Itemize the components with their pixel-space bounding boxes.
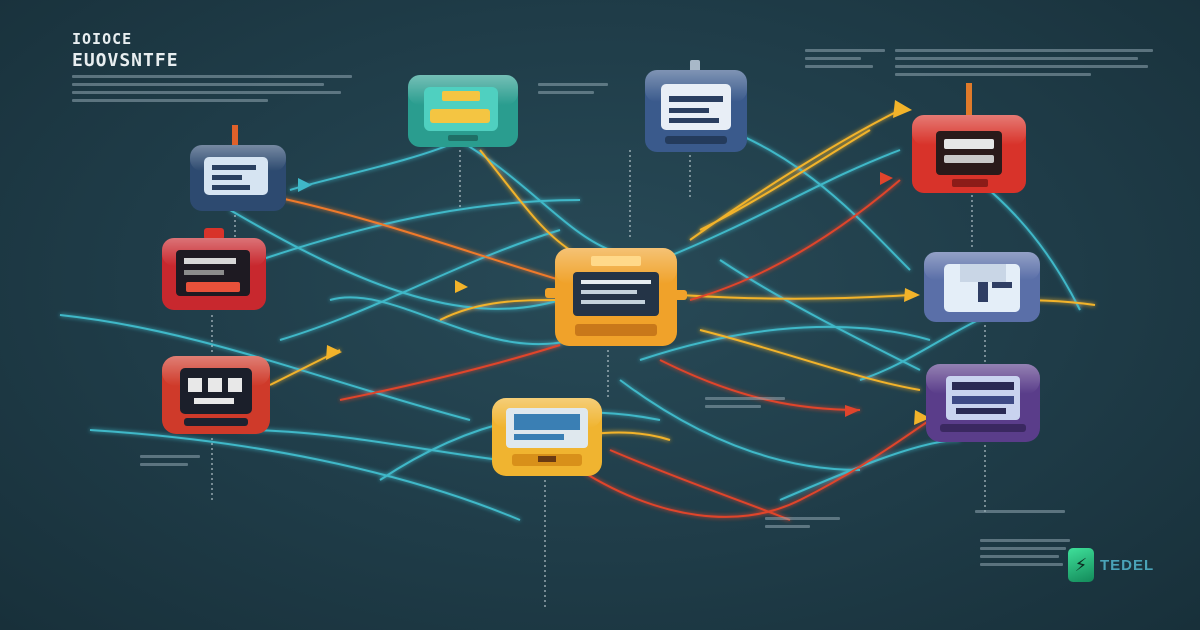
placeholder-text-block: [705, 392, 785, 413]
connection-line: [609, 449, 791, 521]
connection-line: [229, 209, 561, 310]
connection-line: [259, 199, 581, 261]
device-node: [926, 364, 1040, 442]
connection-line: [699, 329, 921, 391]
arrowheads: [298, 100, 930, 425]
device-node: [408, 75, 518, 147]
device-node: [645, 60, 747, 152]
arrow-icon: [298, 178, 312, 192]
connection-line: [439, 129, 611, 251]
device-screen: [936, 131, 1002, 175]
placeholder-text-block: [72, 70, 352, 107]
connection-line: [659, 149, 901, 261]
placeholder-text-block: [975, 505, 1065, 518]
connection-line: [279, 197, 561, 281]
arrow-icon: [904, 288, 920, 302]
placeholder-text-block: [538, 78, 608, 99]
connection-line: [439, 299, 561, 321]
connection-line: [279, 229, 561, 341]
connection-line: [679, 294, 911, 300]
placeholder-text-block: [805, 44, 885, 73]
placeholder-text-block: [765, 512, 840, 533]
device-node: [545, 248, 687, 346]
cable-tails: [211, 150, 986, 610]
arrow-icon: [845, 405, 860, 417]
devices: [162, 60, 1040, 476]
brand-wordmark: TEDEL: [1100, 556, 1155, 574]
device-node: [912, 83, 1026, 193]
connection-line: [239, 429, 501, 461]
arrow-icon: [893, 100, 912, 118]
arrow-icon: [326, 345, 342, 360]
connection-line: [639, 325, 931, 361]
device-screen: [661, 84, 731, 130]
connection-line: [719, 259, 921, 371]
device-node: [162, 228, 266, 310]
connection-line: [339, 344, 561, 401]
connection-line: [579, 419, 931, 518]
title-line-2: EUOVSNTFE: [72, 50, 179, 71]
placeholder-text-block: [895, 44, 1153, 81]
connection-line: [89, 429, 521, 521]
title-line-1: IOIOCE: [72, 30, 133, 48]
connection-line: [619, 379, 861, 471]
arrow-icon: [880, 172, 893, 185]
connection-line: [289, 139, 461, 191]
connection-line: [779, 439, 961, 501]
arrow-icon: [455, 280, 468, 293]
device-node: [162, 356, 270, 434]
device-node: [190, 125, 286, 211]
device-node: [492, 398, 602, 476]
arrow-icon: [914, 410, 930, 425]
placeholder-text-block: [140, 450, 200, 471]
connection-line: [699, 129, 871, 231]
device-node: [924, 252, 1040, 322]
connection-line: [479, 149, 571, 251]
connection-line: [689, 179, 901, 301]
title-block: IOIOCE EUOVSNTFE: [72, 30, 179, 71]
placeholder-text-block: [980, 534, 1070, 571]
lightning-icon: ⚡: [1068, 548, 1094, 582]
brand-logo: ⚡ TEDEL: [1068, 548, 1154, 582]
